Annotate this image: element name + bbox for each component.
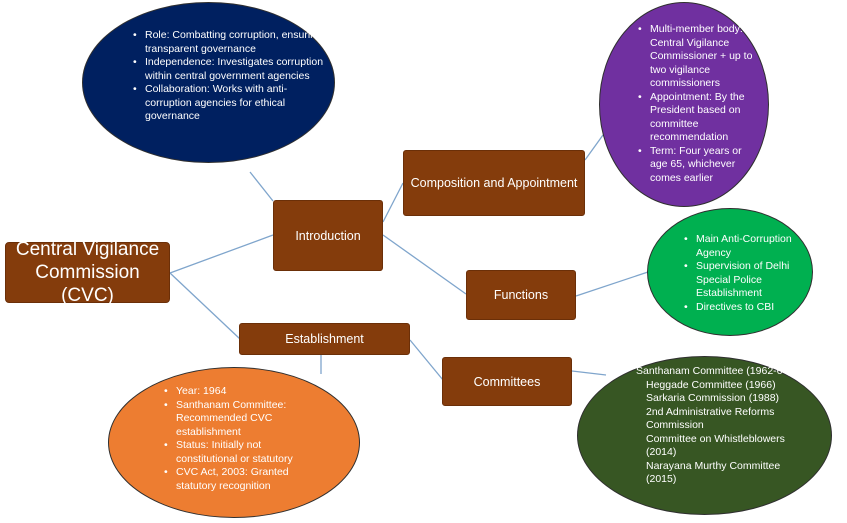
committee-santhanam: Santhanam Committee (1962-64) [636,365,792,377]
connector-introduction-ellipse [249,171,274,202]
functions-detail-supervision: Supervision of Delhi Special Police Esta… [684,260,800,301]
establishment-detail-act: CVC Act, 2003: Granted statutory recogni… [164,466,304,493]
composition-detail-appointment: Appointment: By the President based on c… [638,91,756,145]
establishment-details-ellipse: Year: 1964 Santhanam Committee: Recommen… [108,367,360,518]
committee-heggade: Heggade Committee (1966) [646,378,776,391]
functions-box: Functions [466,270,576,320]
introduction-detail-independence: Independence: Investigates corruption wi… [133,56,329,83]
establishment-detail-status: Status: Initially not constitutional or … [164,439,304,466]
introduction-detail-collaboration: Collaboration: Works with anti-corruptio… [133,83,329,124]
connector-establishment-committees [409,339,444,381]
connector-functions-ellipse [575,271,649,297]
establishment-detail-santhanam: Santhanam Committee: Recommended CVC est… [164,399,304,440]
main-topic-title: Central Vigilance Commission (CVC) [15,239,160,306]
committees-details-ellipse: Santhanam Committee (1962-64) Heggade Co… [577,356,832,515]
committees-label: Committees [473,374,541,389]
establishment-detail-year: Year: 1964 [164,385,304,399]
establishment-box: Establishment [239,323,410,355]
committee-sarkaria: Sarkaria Commission (1988) [646,392,780,404]
establishment-label: Establishment [285,332,364,346]
committee-second-arc: 2nd Administrative Reforms Commission [646,405,775,432]
connector-committees-ellipse [571,370,607,376]
composition-details-ellipse: Multi-member body: Central Vigilance Com… [599,2,769,207]
functions-details-ellipse: Main Anti-Corruption Agency Supervision … [647,208,813,336]
introduction-details-ellipse: Role: Combatting corruption, ensuring tr… [82,2,335,163]
connector-composition-ellipse [584,134,604,161]
introduction-label: Introduction [295,228,361,243]
connector-introduction-composition [382,182,404,223]
functions-detail-agency: Main Anti-Corruption Agency [684,233,800,260]
introduction-box: Introduction [273,200,383,271]
composition-detail-term: Term: Four years or age 65, whichever co… [638,145,756,186]
committee-whistleblowers: Committee on Whistleblowers (2014) [646,432,785,459]
functions-detail-cbi: Directives to CBI [684,301,800,315]
committee-narayana-murthy: Narayana Murthy Committee (2015) [646,459,781,486]
committees-box: Committees [442,357,572,406]
connector-introduction-functions [382,234,467,295]
composition-box: Composition and Appointment [403,150,585,216]
functions-label: Functions [493,288,549,302]
main-topic-box: Central Vigilance Commission (CVC) [5,239,170,306]
connector-main-establishment [169,272,241,340]
connector-main-introduction [169,234,274,274]
composition-label: Composition and Appointment [410,176,578,190]
composition-detail-multimember: Multi-member body: Central Vigilance Com… [638,23,756,91]
introduction-detail-role: Role: Combatting corruption, ensuring tr… [133,29,329,56]
